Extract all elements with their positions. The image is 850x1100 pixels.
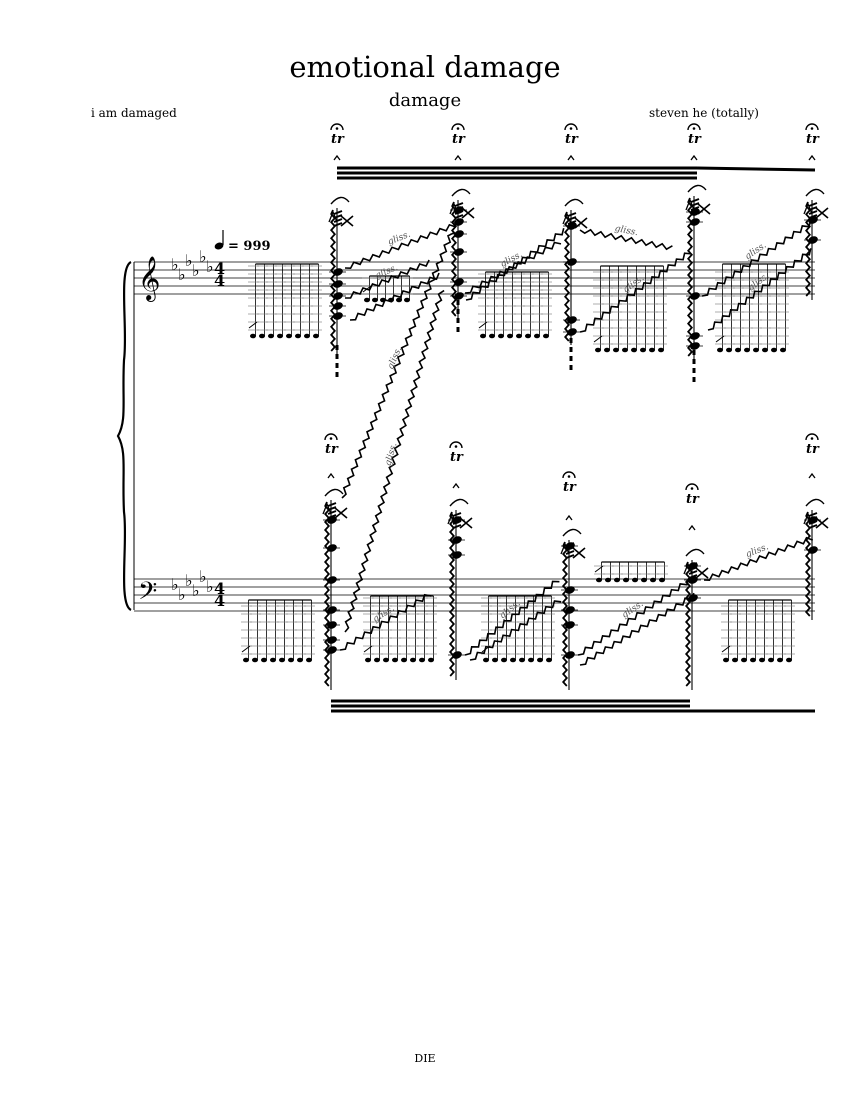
bass-clef: 𝄢	[138, 577, 157, 612]
trill-mark: tr	[806, 132, 820, 147]
treble-time-sig-numerator: 4	[214, 259, 225, 278]
trill-mark: tr	[686, 492, 700, 507]
grace-note-group	[721, 599, 795, 663]
score-subtitle: damage	[388, 90, 462, 111]
glissando: gliss.	[345, 259, 430, 299]
svg-text:♭: ♭	[192, 261, 200, 280]
treble-clef: 𝄞	[138, 256, 160, 302]
svg-text:♭: ♭	[178, 585, 186, 604]
chord-column: tr	[803, 433, 829, 620]
glissando: gliss.	[577, 577, 690, 656]
glissando	[349, 272, 440, 321]
bottom-beam-group	[331, 699, 815, 713]
chord-column: tr	[685, 123, 711, 382]
svg-text:♭: ♭	[206, 577, 214, 596]
glissando: gliss.	[579, 224, 673, 251]
chord-column: tr	[449, 123, 475, 332]
trill-mark: tr	[565, 132, 579, 147]
trill-mark: tr	[563, 480, 577, 495]
svg-text:♭: ♭	[185, 571, 193, 590]
gliss-label: gliss.	[386, 345, 404, 371]
glissando	[579, 592, 695, 666]
trill-mark: tr	[806, 442, 820, 457]
trill-mark: tr	[452, 132, 466, 147]
tempo-marking: = 999	[214, 230, 271, 254]
grace-note-group	[248, 263, 322, 339]
glissando: gliss.	[464, 580, 560, 656]
score-title: emotional damage	[289, 50, 561, 84]
svg-text:♭: ♭	[171, 575, 179, 594]
grace-note-group	[715, 263, 789, 353]
gliss-label: gliss.	[620, 599, 645, 621]
svg-text:♭: ♭	[199, 247, 207, 266]
svg-text:♭: ♭	[185, 251, 193, 270]
glissando	[469, 600, 562, 661]
grace-note-group	[478, 271, 552, 339]
chord-column: tr	[562, 123, 588, 370]
gliss-label: gliss.	[621, 273, 646, 295]
grace-note-group	[363, 595, 437, 663]
dedication-text: i am damaged	[91, 106, 177, 120]
svg-text:♭: ♭	[178, 265, 186, 284]
bass-time-sig-numerator: 4	[214, 579, 225, 598]
trill-mark: tr	[331, 132, 345, 147]
chord-column: tr	[803, 123, 829, 300]
glissando	[465, 228, 565, 301]
composer-credit: steven he (totally)	[649, 106, 759, 120]
gliss-label: gliss.	[614, 224, 639, 238]
grace-note-group	[241, 599, 315, 663]
chord-column: tr	[447, 441, 473, 680]
glissando: gliss.	[344, 289, 445, 633]
chord-column: tr	[322, 433, 348, 690]
top-beam-group	[337, 166, 816, 180]
chord-column: tr	[328, 123, 354, 377]
treble-time-sig-denominator: 4	[214, 271, 225, 290]
bass-key-signature: ♭♭♭♭♭♭	[171, 567, 214, 604]
grace-note-group	[594, 561, 668, 583]
treble-key-signature: ♭♭♭♭♭♭	[171, 247, 214, 284]
bass-time-sig-denominator: 4	[214, 591, 225, 610]
page-footer: DIE	[414, 1052, 436, 1065]
svg-text:♭: ♭	[206, 257, 214, 276]
trill-mark: tr	[450, 450, 464, 465]
glissando: gliss.	[703, 536, 814, 582]
grace-note-group	[593, 265, 667, 353]
trill-mark: tr	[325, 442, 339, 457]
glissando: gliss.	[707, 248, 812, 331]
gliss-label: gliss.	[743, 241, 768, 263]
trill-mark: tr	[688, 132, 702, 147]
svg-text:♭: ♭	[199, 567, 207, 586]
tempo-value: = 999	[228, 239, 271, 254]
svg-text:♭: ♭	[171, 255, 179, 274]
chord-column: tr	[560, 471, 586, 690]
grand-staff-brace	[116, 261, 132, 611]
svg-text:♭: ♭	[192, 581, 200, 600]
bass-staff	[134, 578, 815, 612]
gliss-label: gliss.	[374, 263, 400, 281]
chord-columns: tr tr tr tr tr tr tr tr tr tr	[322, 123, 829, 690]
